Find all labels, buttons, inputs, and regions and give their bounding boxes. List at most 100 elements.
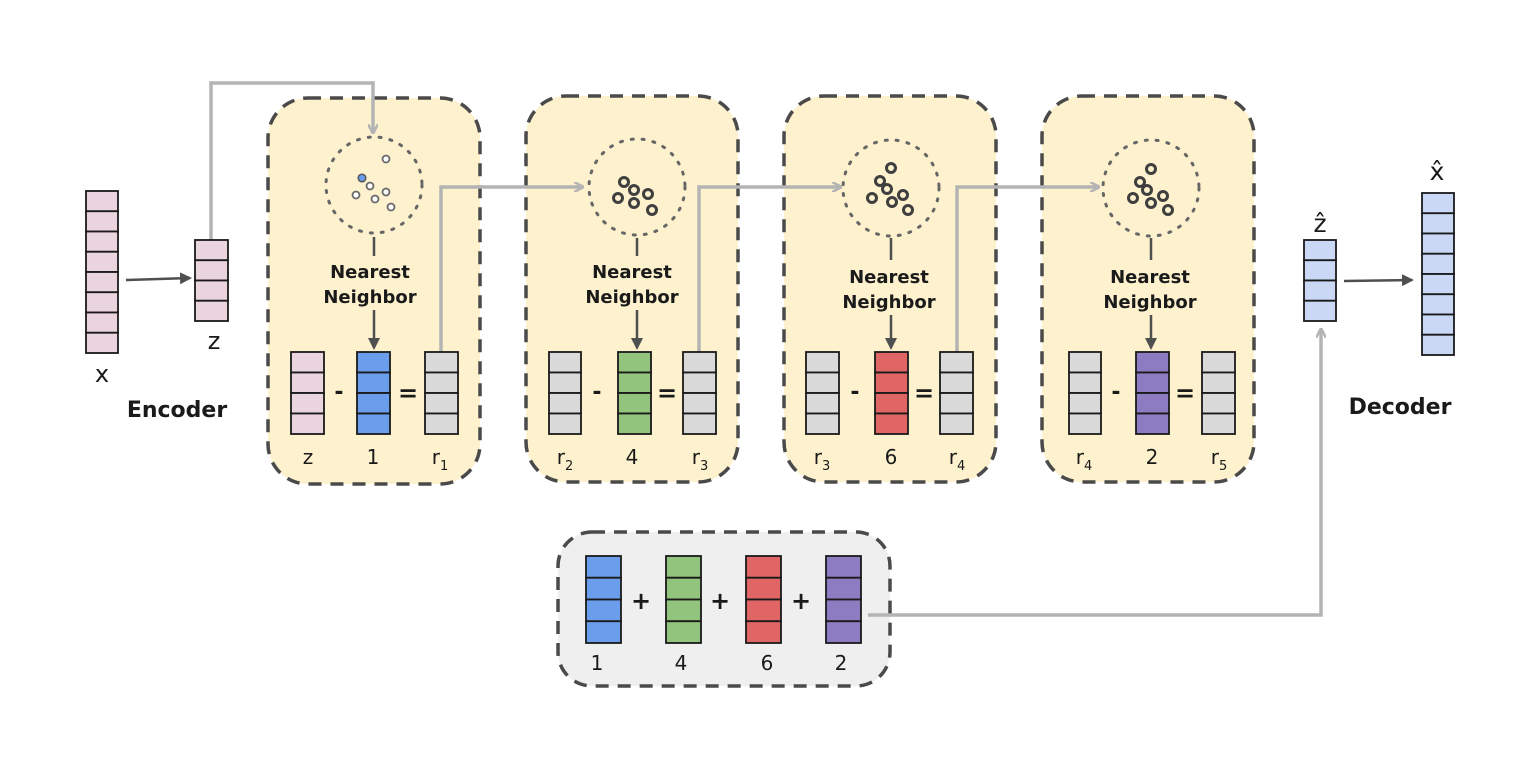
vector-cell xyxy=(665,620,702,644)
vector-cell xyxy=(194,279,229,302)
vector-cell xyxy=(1303,299,1337,322)
minus-sign-1: - xyxy=(334,380,343,405)
vector-cell xyxy=(617,412,652,435)
vector-cell xyxy=(424,392,459,415)
stage2-input-label: r2 xyxy=(557,445,574,474)
minus-sign-3: - xyxy=(850,380,859,405)
vector-cell xyxy=(1068,392,1102,415)
stage4-input-vector xyxy=(1068,351,1102,435)
stage3-code-vector xyxy=(874,351,909,435)
vector-cell xyxy=(617,392,652,415)
sum-to-zhat-arrow xyxy=(868,330,1321,617)
sum-code-vector-4 xyxy=(825,555,862,644)
vector-cell xyxy=(1303,259,1337,282)
vector-cell xyxy=(1135,412,1170,435)
vector-cell xyxy=(290,392,325,415)
vector-cell xyxy=(665,598,702,623)
vector-cell xyxy=(1303,279,1337,302)
vector-cell xyxy=(85,331,119,354)
vector-cell xyxy=(825,598,862,623)
vector-cell xyxy=(290,371,325,394)
vector-cell xyxy=(665,576,702,601)
latent-z-label: z xyxy=(208,327,221,355)
equals-sign-4: = xyxy=(1175,379,1195,407)
vector-cell xyxy=(424,351,459,374)
vector-cell xyxy=(548,371,582,394)
vector-cell xyxy=(85,311,119,334)
vector-cell xyxy=(1068,371,1102,394)
codebook-ring-2 xyxy=(587,137,687,237)
input-x-label: x xyxy=(95,360,109,388)
vector-cell xyxy=(874,392,909,415)
stage4-code-vector xyxy=(1135,351,1170,435)
r4-to-stage4-arrow xyxy=(955,187,1098,352)
r1-to-stage2-arrow xyxy=(439,187,582,352)
vector-cell xyxy=(424,371,459,394)
codebook-ring-3 xyxy=(841,138,941,238)
vector-cell xyxy=(1135,392,1170,415)
vector-cell xyxy=(85,210,119,233)
stage1-code-vector xyxy=(356,351,391,435)
vector-cell xyxy=(665,555,702,579)
vector-cell xyxy=(585,620,622,644)
output-xhat-label: x̂ xyxy=(1430,157,1445,186)
vector-cell xyxy=(874,371,909,394)
vector-cell xyxy=(585,555,622,579)
vector-cell xyxy=(85,230,119,253)
sum-code-vector-2 xyxy=(665,555,702,644)
codebook-points-1 xyxy=(351,154,396,212)
vector-cell xyxy=(356,392,391,415)
equals-sign-1: = xyxy=(398,379,418,407)
stage2-code-label: 4 xyxy=(626,445,639,469)
vector-cell xyxy=(1421,333,1455,356)
nn-label-4-line2: Neighbor xyxy=(1103,292,1196,313)
vector-cell xyxy=(1201,371,1236,394)
vector-cell xyxy=(424,412,459,435)
vector-cell xyxy=(682,412,717,435)
stage3-input-label: r3 xyxy=(814,445,831,474)
vector-cell xyxy=(548,392,582,415)
stage2-residual-vector xyxy=(682,351,717,435)
vector-cell xyxy=(1421,313,1455,336)
vector-cell xyxy=(585,598,622,623)
z-to-stage1-arrow xyxy=(209,81,373,240)
equals-sign-2: = xyxy=(657,379,677,407)
codebook-ring-1 xyxy=(324,135,424,235)
vector-cell xyxy=(85,291,119,314)
stage4-input-label: r4 xyxy=(1076,445,1093,474)
vector-cell xyxy=(825,620,862,644)
vector-cell xyxy=(1421,212,1455,235)
stage4-code-label: 2 xyxy=(1146,445,1159,469)
plus-sign-1: + xyxy=(631,587,651,615)
sum-code-label-4: 2 xyxy=(835,651,848,675)
sum-code-vector-1 xyxy=(585,555,622,644)
vector-cell xyxy=(1421,273,1455,296)
vector-cell xyxy=(745,555,782,579)
vector-cell xyxy=(1421,192,1455,215)
nn-label-3-line1: Nearest xyxy=(849,267,929,288)
stage3-code-label: 6 xyxy=(885,445,898,469)
vector-cell xyxy=(682,392,717,415)
vector-cell xyxy=(682,351,717,374)
vector-cell xyxy=(290,351,325,374)
vector-cell xyxy=(548,412,582,435)
sum-box xyxy=(556,530,892,688)
output-xhat-vector xyxy=(1421,192,1455,356)
vector-cell xyxy=(290,412,325,435)
nn-label-2-line2: Neighbor xyxy=(585,287,678,308)
nn-label-1-line2: Neighbor xyxy=(323,287,416,308)
plus-sign-3: + xyxy=(791,587,811,615)
vector-cell xyxy=(356,371,391,394)
plus-sign-2: + xyxy=(710,587,730,615)
vector-cell xyxy=(1421,252,1455,275)
codebook-points-2 xyxy=(612,176,658,216)
encoder-arrow xyxy=(125,272,192,285)
vector-cell xyxy=(682,371,717,394)
sum-code-vector-3 xyxy=(745,555,782,644)
vector-cell xyxy=(1201,392,1236,415)
vector-cell xyxy=(85,271,119,294)
encoder-label: Encoder xyxy=(127,398,228,423)
vector-cell xyxy=(874,351,909,374)
vector-cell xyxy=(85,190,119,213)
